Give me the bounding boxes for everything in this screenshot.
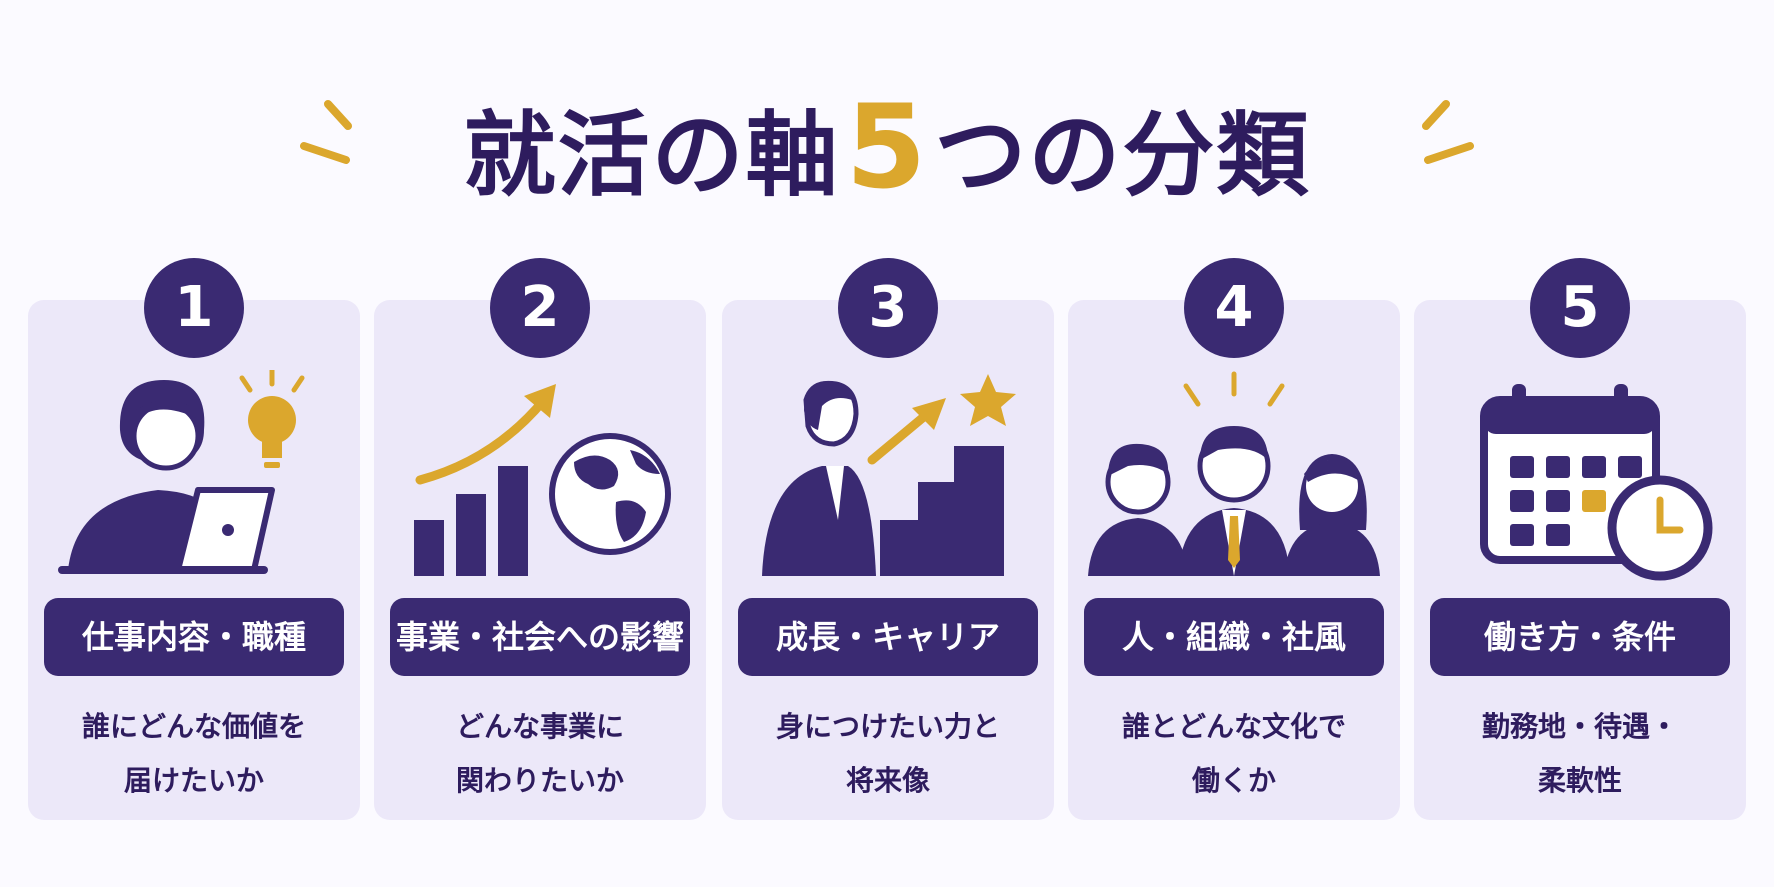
category-description-line: 届けたいか: [123, 764, 264, 797]
category-label: 人・組織・社風: [1084, 598, 1384, 676]
category-number-badge: 3: [838, 258, 938, 358]
sparkle-right-icon: [1422, 100, 1474, 164]
category-label: 成長・キャリア: [738, 598, 1038, 676]
category-description: 誰とどんな文化で 働くか: [1068, 700, 1400, 808]
category-description: 身につけたい力と 将来像: [722, 700, 1054, 808]
category-description-line: 柔軟性: [1537, 764, 1622, 797]
category-description: どんな事業に 関わりたいか: [374, 700, 706, 808]
sparkle-left-icon: [300, 100, 352, 164]
page-title: 就活の軸5つの分類: [463, 80, 1311, 215]
career-stairs-star-icon: [762, 374, 1016, 576]
category-description-line: 誰にどんな価値を: [81, 710, 306, 743]
category-description-line: 将来像: [845, 764, 930, 797]
category-description-line: 勤務地・待遇・: [1481, 710, 1678, 743]
category-number-badge: 2: [490, 258, 590, 358]
category-description-line: どんな事業に: [455, 710, 624, 743]
category-label: 事業・社会への影響: [390, 598, 690, 676]
category-description-line: 関わりたいか: [455, 764, 624, 797]
category-label: 働き方・条件: [1430, 598, 1730, 676]
category-description-line: 身につけたい力と: [775, 710, 1000, 743]
growth-chart-globe-icon: [414, 384, 671, 576]
person-laptop-lightbulb-icon: [58, 370, 305, 574]
calendar-clock-icon: [1480, 384, 1713, 581]
category-description: 勤務地・待遇・ 柔軟性: [1414, 700, 1746, 808]
category-number-badge: 5: [1530, 258, 1630, 358]
category-description: 誰にどんな価値を 届けたいか: [28, 700, 360, 808]
category-description-line: 誰とどんな文化で: [1121, 710, 1346, 743]
category-number-badge: 1: [144, 258, 244, 358]
category-number-badge: 4: [1184, 258, 1284, 358]
team-people-icon: [1088, 371, 1380, 576]
category-description-line: 働くか: [1191, 764, 1276, 797]
category-label: 仕事内容・職種: [44, 598, 344, 676]
